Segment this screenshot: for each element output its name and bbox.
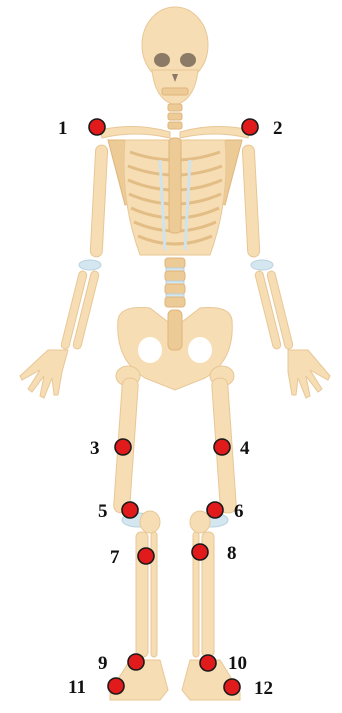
- marker-label: 3: [90, 438, 100, 459]
- skull: [142, 7, 208, 105]
- marker-label: 6: [234, 501, 244, 522]
- marker-label: 1: [58, 118, 68, 139]
- left-arm: [20, 145, 108, 398]
- sternum: [169, 138, 181, 233]
- marker-dot: [89, 119, 105, 135]
- marker-dot: [192, 544, 208, 560]
- rib-cage: [124, 138, 226, 255]
- marker-label: 7: [110, 547, 120, 568]
- marker-dot: [128, 654, 144, 670]
- marker-label: 5: [98, 501, 108, 522]
- marker-label: 11: [68, 677, 86, 698]
- marker-dot: [214, 439, 230, 455]
- marker-dot: [242, 119, 258, 135]
- marker-label: 8: [227, 543, 237, 564]
- marker-label: 4: [240, 438, 250, 459]
- left-leg: [110, 366, 168, 700]
- marker-label: 9: [98, 653, 108, 674]
- marker-label: 10: [228, 653, 247, 674]
- marker-1: 1: [58, 118, 105, 139]
- cervical-spine: [168, 104, 182, 129]
- right-arm: [242, 145, 330, 398]
- marker-dot: [108, 678, 124, 694]
- marker-dot: [122, 502, 138, 518]
- marker-dot: [207, 502, 223, 518]
- lumbar-spine: [165, 258, 185, 307]
- marker-dot: [224, 679, 240, 695]
- marker-dot: [138, 548, 154, 564]
- left-patella: [140, 511, 160, 533]
- right-leg: [182, 366, 240, 700]
- marker-label: 2: [273, 118, 283, 139]
- marker-label: 12: [254, 678, 273, 699]
- marker-dot: [200, 655, 216, 671]
- marker-dot: [115, 439, 131, 455]
- right-patella: [190, 511, 210, 533]
